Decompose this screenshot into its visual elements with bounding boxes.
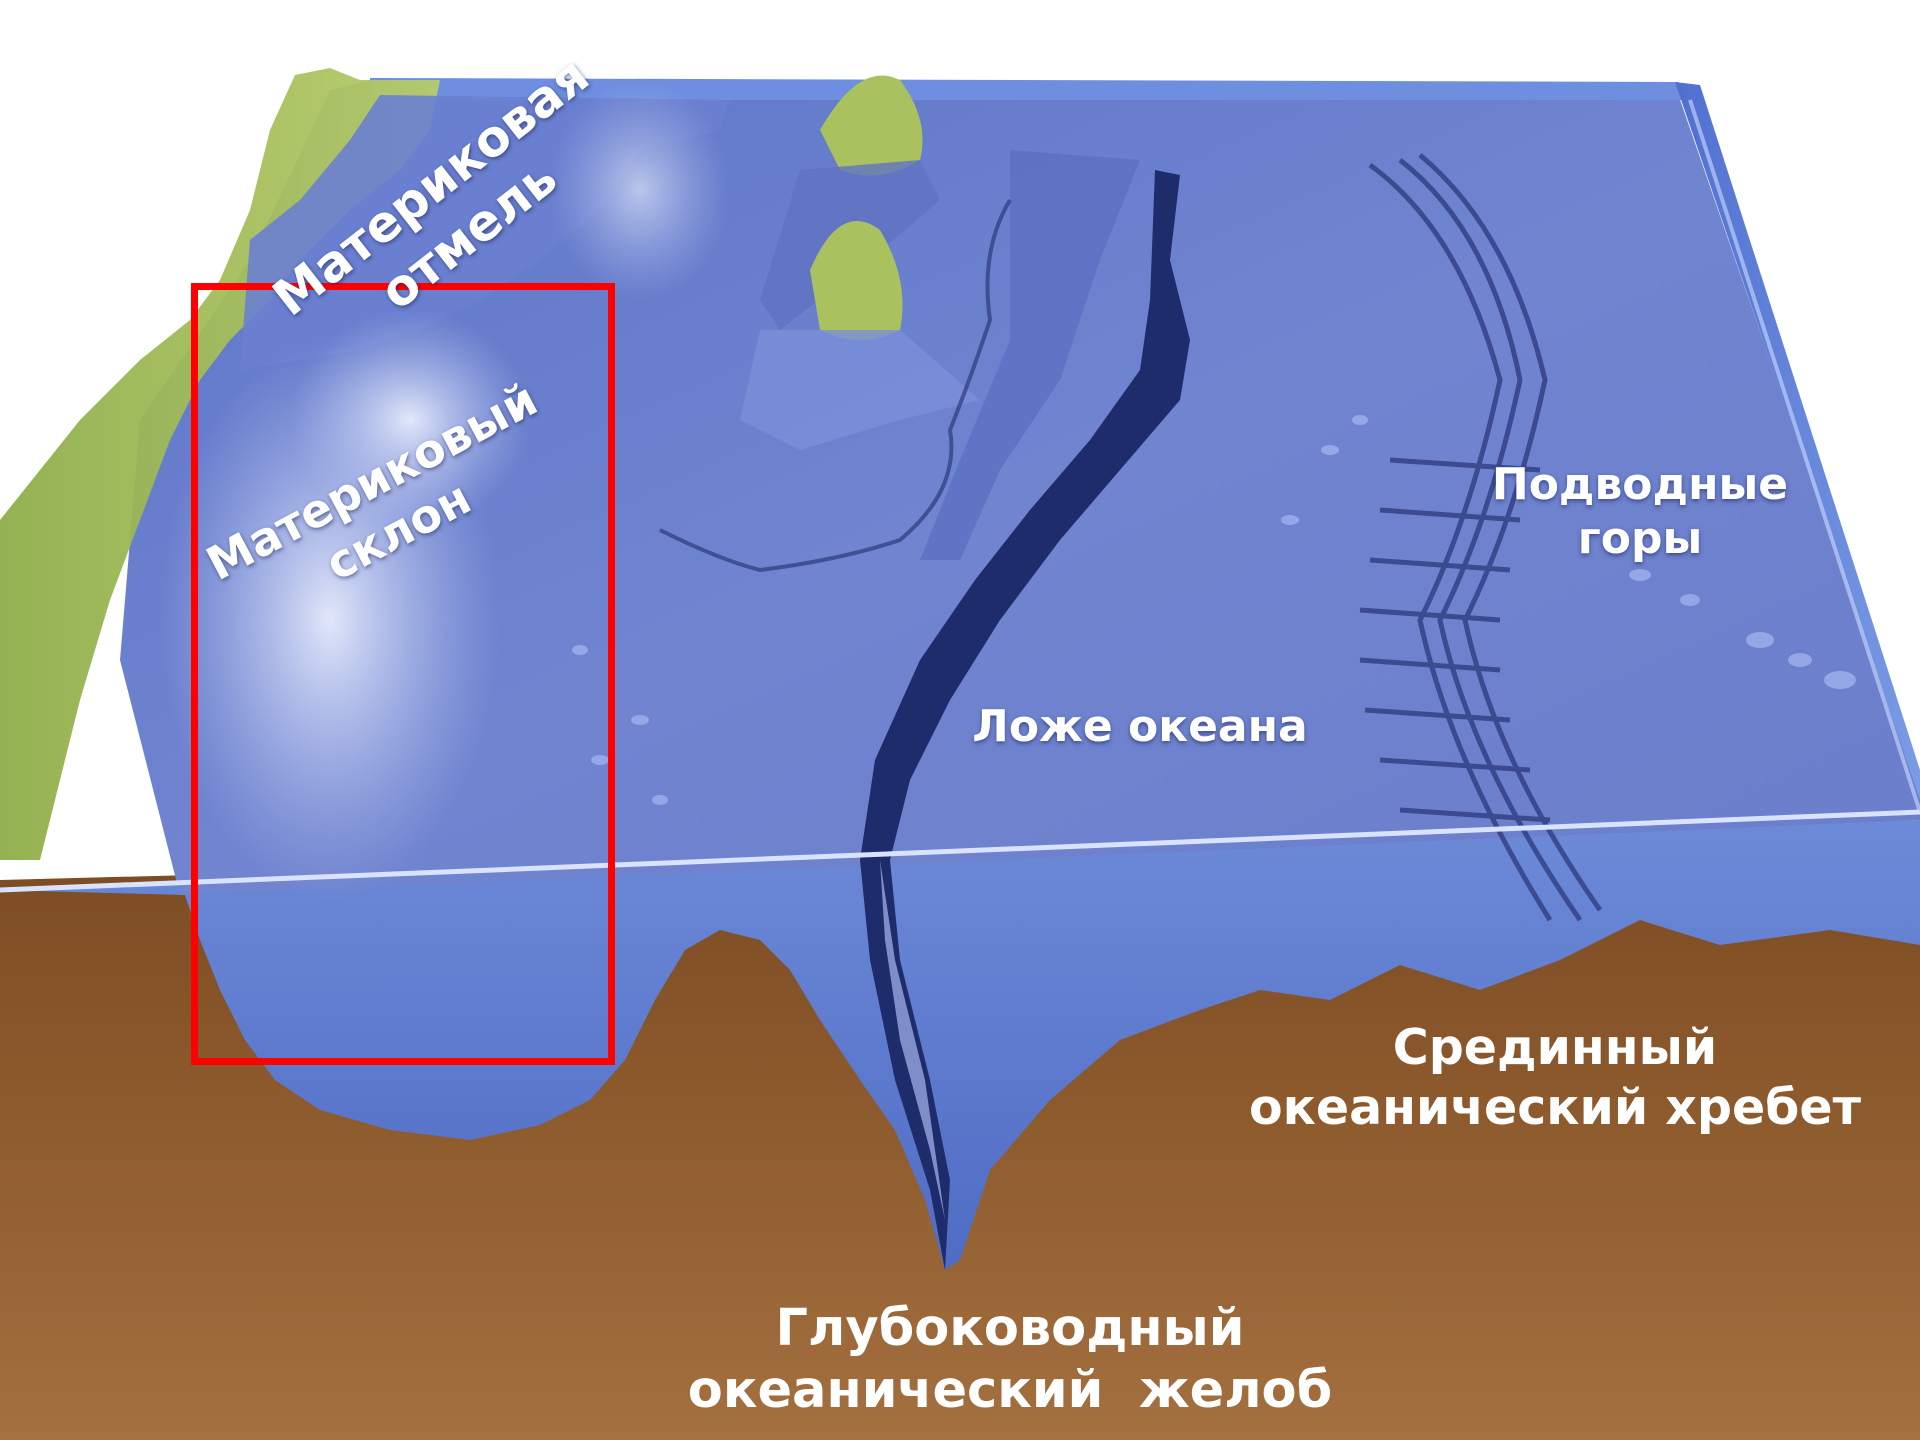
label-line: Срединный (1230, 1018, 1880, 1078)
label-line: Подводные (1460, 458, 1820, 512)
label-line: океанический хребет (1230, 1078, 1880, 1138)
label-seamounts: Подводные горы (1460, 458, 1820, 565)
label-ocean-floor: Ложе океана (930, 700, 1350, 754)
label-line: Глубоководный (630, 1298, 1390, 1360)
label-line: горы (1460, 512, 1820, 566)
label-deep-trench: Глубоководный океанический желоб (630, 1298, 1390, 1422)
label-line: Ложе океана (930, 700, 1350, 754)
label-mid-ocean-ridge: Срединный океанический хребет (1230, 1018, 1880, 1138)
label-line: океанический желоб (630, 1360, 1390, 1422)
